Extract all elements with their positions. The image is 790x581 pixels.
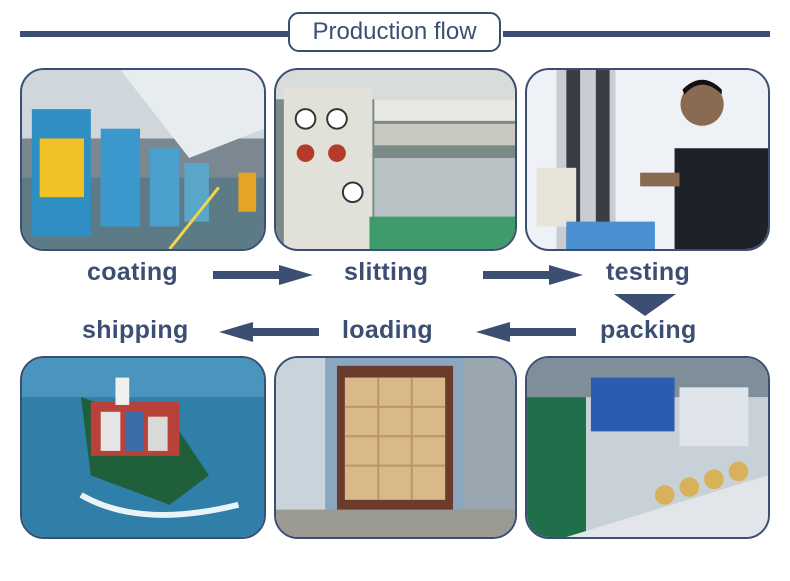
title-divider-right <box>503 31 770 37</box>
slitting-photo <box>274 68 517 251</box>
page-title: Production flow <box>288 12 501 52</box>
testing-photo <box>525 68 770 251</box>
arrow-left-icon <box>476 322 576 342</box>
packing-photo <box>525 356 770 539</box>
step-testing: testing <box>606 258 691 286</box>
arrow-right-icon <box>213 265 313 285</box>
loading-photo <box>274 356 517 539</box>
step-shipping: shipping <box>82 316 189 344</box>
step-loading: loading <box>342 316 433 344</box>
arrow-right-icon <box>483 265 583 285</box>
step-coating: coating <box>87 258 178 286</box>
coating-photo <box>20 68 266 251</box>
step-packing: packing <box>600 316 697 344</box>
step-slitting: slitting <box>344 258 429 286</box>
shipping-photo <box>20 356 266 539</box>
arrow-left-icon <box>219 322 319 342</box>
title-divider-left <box>20 31 288 37</box>
arrow-down-icon <box>614 294 676 316</box>
